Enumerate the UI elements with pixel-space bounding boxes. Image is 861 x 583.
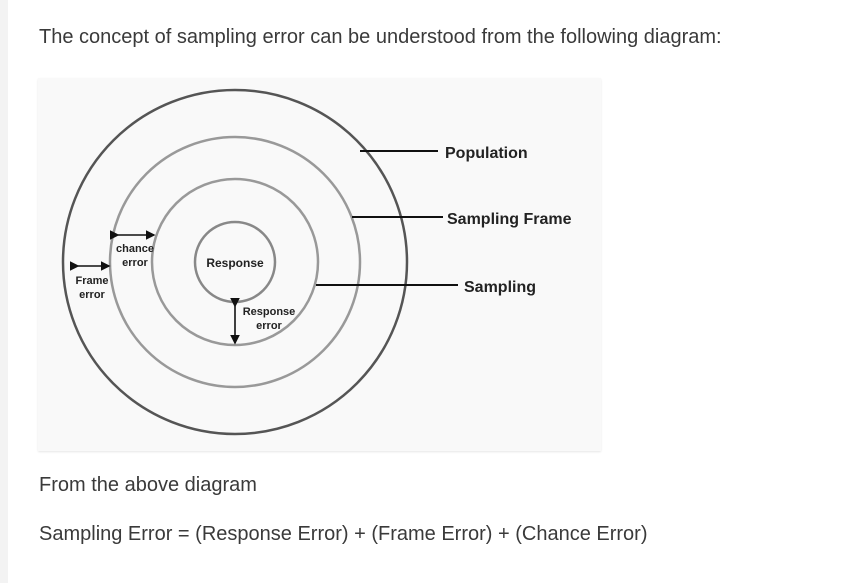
label-sampling-frame: Sampling Frame (447, 211, 572, 228)
sampling-circle (150, 177, 320, 347)
label-response-error-line2: error (256, 320, 282, 332)
label-response: Response (206, 256, 264, 270)
label-chance-error-line2: error (122, 257, 148, 269)
after-diagram-text: From the above diagram (39, 474, 257, 496)
label-frame-error-line1: Frame (75, 275, 108, 287)
population-circle (61, 88, 409, 436)
left-edge (0, 0, 8, 583)
sampling-error-diagram: Population Sampling Frame Sampling Respo… (38, 78, 601, 451)
intro-text: The concept of sampling error can be und… (39, 26, 722, 48)
formula-text: Sampling Error = (Response Error) + (Fra… (39, 523, 648, 545)
label-frame-error-line2: error (79, 289, 105, 301)
label-chance-error-line1: chance (116, 243, 154, 255)
label-sampling: Sampling (464, 279, 536, 296)
label-response-error-line1: Response (243, 306, 296, 318)
label-population: Population (445, 145, 528, 162)
